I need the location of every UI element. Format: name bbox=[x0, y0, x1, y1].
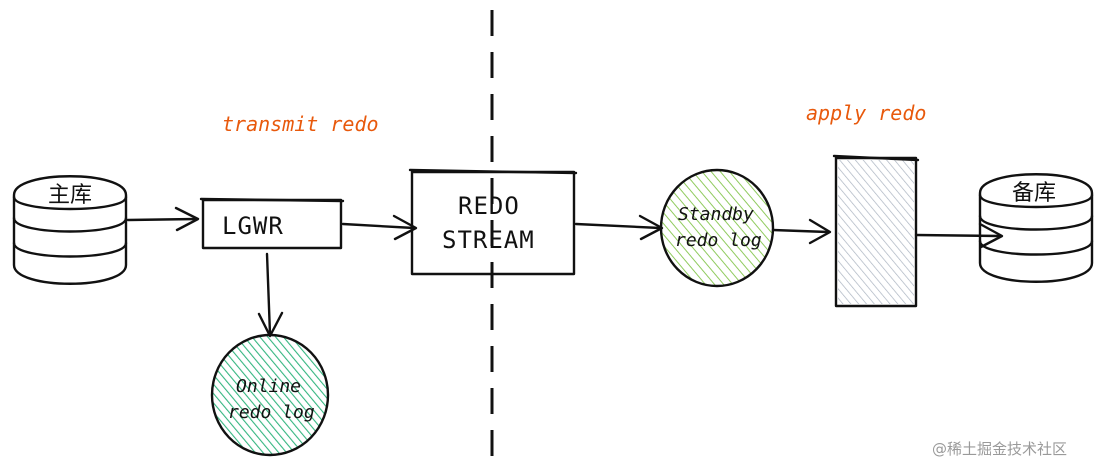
standby-log-line2: redo log bbox=[675, 230, 762, 251]
transmit-redo-label: transmit redo bbox=[222, 112, 379, 136]
lgwr-box: LGWR bbox=[199, 197, 345, 250]
standby-database: 备库 bbox=[978, 173, 1094, 283]
primary-database: 主库 bbox=[12, 175, 128, 285]
standby-log-line1: Standby bbox=[678, 204, 754, 225]
redo-stream-line2: STREAM bbox=[442, 226, 535, 254]
arrow-standby-to-apply bbox=[771, 218, 832, 245]
watermark: @稀土掘金技术社区 bbox=[932, 440, 1067, 458]
arrow-lgwr-to-stream bbox=[341, 214, 418, 241]
arrow-lgwr-to-online bbox=[257, 252, 284, 338]
primary-db-label: 主库 bbox=[48, 183, 92, 208]
arrow-stream-to-standby bbox=[574, 214, 664, 241]
online-log-line2: redo log bbox=[228, 402, 315, 423]
apply-redo-box bbox=[832, 154, 920, 308]
standby-redo-log: Standby redo log bbox=[659, 168, 775, 288]
apply-redo-label: apply redo bbox=[806, 101, 926, 125]
lgwr-label: LGWR bbox=[222, 212, 284, 240]
arrow-apply-to-standby-db bbox=[914, 222, 1004, 249]
online-redo-log: Online redo log bbox=[210, 333, 330, 457]
arrow-primary-to-lgwr bbox=[126, 206, 200, 232]
redo-stream-box: REDO STREAM bbox=[408, 168, 578, 276]
standby-db-label: 备库 bbox=[1012, 181, 1056, 206]
online-log-line1: Online bbox=[236, 376, 301, 397]
redo-stream-line1: REDO bbox=[458, 192, 520, 220]
